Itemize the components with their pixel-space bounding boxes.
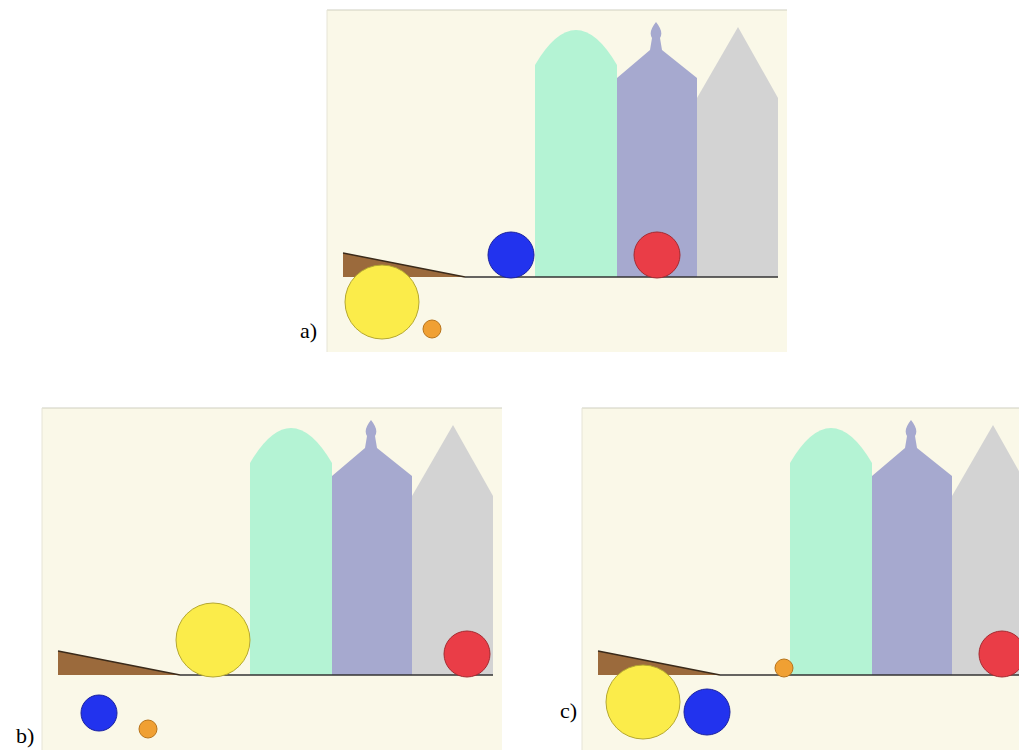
panel-b [42,408,502,750]
panel-label: c) [560,700,577,722]
panel-label: a) [300,320,317,342]
panel-c [582,408,1019,750]
panel-label: b) [16,725,34,747]
panel-a [327,10,787,352]
